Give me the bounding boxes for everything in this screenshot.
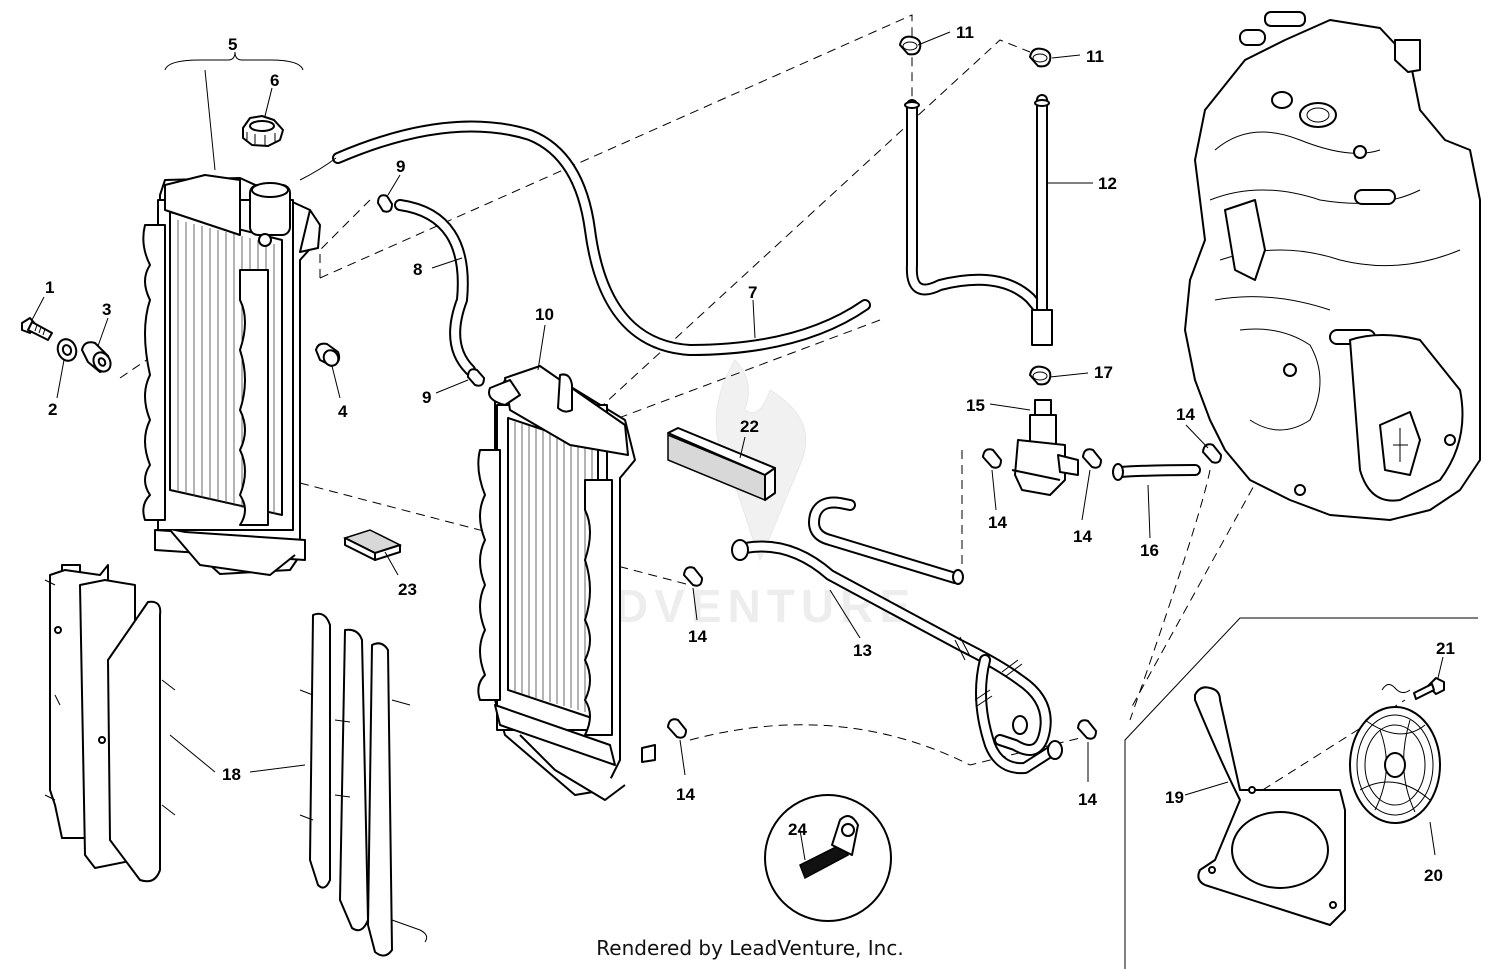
hose-clamp-icon — [377, 194, 485, 387]
fan-icon — [1349, 684, 1441, 824]
callout-9-bottom: 9 — [422, 388, 431, 407]
fan-bracket-icon — [1194, 686, 1346, 926]
louver-guard-left-icon — [44, 564, 176, 883]
thermostat-icon — [1011, 399, 1079, 496]
upper-hose-icon — [904, 94, 1053, 346]
grommet-icon — [81, 341, 112, 373]
radiator-right-icon — [477, 365, 656, 801]
callout-7: 7 — [748, 283, 757, 302]
connecting-hose-icon — [394, 199, 476, 376]
bushing-icon — [315, 342, 341, 367]
callout-4: 4 — [338, 402, 348, 421]
callout-23: 23 — [398, 580, 417, 599]
callout-22: 22 — [740, 417, 759, 436]
hose-clamp-11-icon — [899, 35, 1052, 386]
callout-14-b: 14 — [676, 785, 695, 804]
dashed-reference-lines — [119, 14, 1406, 799]
callout-5: 5 — [228, 35, 237, 54]
callout-labels: 1 2 3 4 5 6 7 8 9 9 10 11 11 12 13 14 14… — [45, 23, 1455, 885]
callout-14-e: 14 — [1176, 405, 1195, 424]
callout-19: 19 — [1165, 788, 1184, 807]
inset-frame — [1124, 617, 1478, 969]
radiator-left-icon — [142, 174, 321, 576]
callout-21: 21 — [1436, 639, 1455, 658]
engine-icon — [1184, 11, 1481, 521]
overflow-hose-icon — [299, 120, 871, 356]
callout-1: 1 — [45, 278, 54, 297]
fan-bolt-icon — [1413, 677, 1445, 700]
callout-8: 8 — [413, 260, 422, 279]
callout-13: 13 — [853, 641, 872, 660]
bolt-icon — [21, 317, 53, 341]
leader-lines — [31, 31, 1444, 861]
callout-2: 2 — [48, 400, 57, 419]
callout-14-f: 14 — [1078, 790, 1097, 809]
callout-14-c: 14 — [988, 513, 1007, 532]
callout-17: 17 — [1094, 363, 1113, 382]
callout-6: 6 — [270, 71, 279, 90]
louver-guard-right-icon — [299, 612, 428, 957]
foam-pad-large-icon — [667, 427, 776, 502]
callout-14-d: 14 — [1073, 527, 1092, 546]
callout-18: 18 — [222, 765, 241, 784]
callout-20: 20 — [1424, 866, 1443, 885]
footer-credit: Rendered by LeadVenture, Inc. — [596, 936, 904, 960]
callout-14-a: 14 — [688, 627, 707, 646]
hose-clamp-14-icon — [667, 443, 1222, 740]
y-hose-icon — [731, 496, 1063, 775]
callout-11-left: 11 — [956, 23, 974, 42]
callout-10: 10 — [535, 305, 554, 324]
callout-9-top: 9 — [396, 157, 405, 176]
callout-3: 3 — [102, 300, 111, 319]
washer-icon — [56, 338, 78, 362]
callout-12: 12 — [1098, 174, 1117, 193]
callout-15: 15 — [966, 396, 985, 415]
callout-11-right: 11 — [1086, 47, 1104, 66]
hose-16-icon — [1112, 463, 1201, 481]
radiator-cap-icon — [242, 115, 284, 147]
callout-24: 24 — [788, 820, 807, 839]
foam-pad-small-icon — [343, 529, 402, 561]
callout-16: 16 — [1140, 541, 1159, 560]
ground-terminal-detail-icon — [764, 794, 892, 922]
